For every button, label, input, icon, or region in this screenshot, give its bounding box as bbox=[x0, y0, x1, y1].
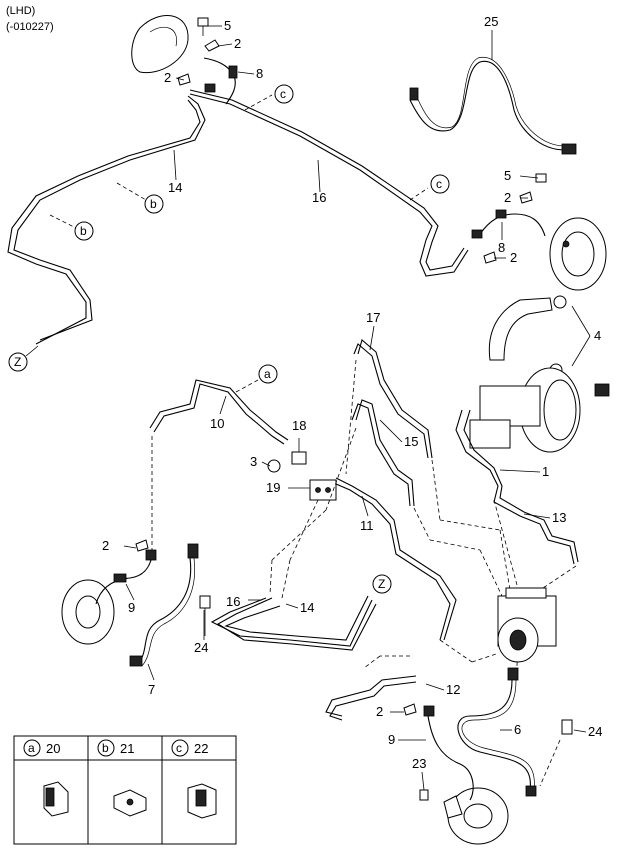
bolt-23 bbox=[419, 789, 429, 801]
callout-2-right: 2 bbox=[504, 190, 511, 205]
callout-23: 23 bbox=[412, 756, 426, 771]
callout-13: 13 bbox=[552, 510, 566, 525]
wheel-sensor-6 bbox=[457, 667, 537, 797]
callout-2-lower-right: 2 bbox=[376, 704, 383, 719]
header-date: (-010227) bbox=[6, 21, 54, 33]
brake-line-17 bbox=[353, 339, 433, 459]
callout-25: 25 bbox=[484, 14, 498, 29]
header-lhd: (LHD) bbox=[6, 5, 35, 17]
svg-text:b: b bbox=[102, 741, 109, 755]
svg-text:b: b bbox=[80, 224, 87, 238]
clip-right-2 bbox=[483, 251, 497, 264]
callout-2-lower-left: 2 bbox=[102, 538, 109, 553]
legend-cell-c: c 22 bbox=[171, 739, 217, 819]
callout-2-right-lower: 2 bbox=[510, 250, 517, 265]
callout-17: 17 bbox=[366, 310, 380, 325]
callout-24-right: 24 bbox=[588, 724, 602, 739]
callout-8-top: 8 bbox=[256, 66, 263, 81]
callout-numbers: 5 2 2 8 14 16 25 5 2 8 2 4 1 13 17 15 10… bbox=[102, 14, 602, 771]
bolt-top bbox=[197, 17, 209, 36]
callout-12: 12 bbox=[446, 682, 460, 697]
legend-cell-a: a 20 bbox=[23, 739, 69, 817]
ref-c-top: c bbox=[274, 84, 294, 104]
svg-text:Z: Z bbox=[14, 355, 21, 369]
svg-text:c: c bbox=[436, 177, 442, 191]
callout-5-right: 5 bbox=[504, 168, 511, 183]
callout-9-right: 9 bbox=[388, 732, 395, 747]
callout-16-lower: 16 bbox=[226, 594, 240, 609]
callout-14-lower: 14 bbox=[300, 600, 314, 615]
callout-24-left: 24 bbox=[194, 640, 208, 655]
brake-hose-9-right bbox=[423, 705, 474, 801]
front-right-disc bbox=[549, 217, 607, 291]
svg-text:Z: Z bbox=[378, 577, 385, 591]
junction-block-19 bbox=[309, 479, 337, 501]
callout-5-top: 5 bbox=[224, 18, 231, 33]
wheel-speed-sensor-cable-25 bbox=[409, 57, 577, 155]
clip-2-lower-left bbox=[135, 539, 149, 552]
callout-14-top: 14 bbox=[168, 180, 182, 195]
callout-4: 4 bbox=[594, 328, 601, 343]
rear-left-disc bbox=[61, 579, 115, 645]
svg-text:c: c bbox=[280, 87, 286, 101]
callout-3: 3 bbox=[250, 454, 257, 469]
ref-b-top: b bbox=[144, 194, 164, 214]
callout-2-top: 2 bbox=[234, 36, 241, 51]
brake-line-14-top bbox=[7, 95, 206, 345]
callout-19: 19 bbox=[266, 480, 280, 495]
callout-10: 10 bbox=[210, 416, 224, 431]
svg-text:a: a bbox=[28, 741, 35, 755]
bracket-24-right bbox=[561, 719, 573, 735]
callout-8-right: 8 bbox=[498, 240, 505, 255]
junction-block-18 bbox=[291, 438, 307, 465]
ref-z-mid: Z bbox=[372, 574, 392, 594]
clip-top-2 bbox=[177, 73, 191, 86]
clip-2-lower-right bbox=[403, 703, 417, 716]
bracket-24-left bbox=[199, 595, 211, 636]
callout-6: 6 bbox=[514, 722, 521, 737]
ref-a-mid: a bbox=[258, 364, 278, 384]
brake-line-14-16-lower bbox=[210, 595, 377, 651]
leader-lines bbox=[123, 25, 591, 791]
svg-text:a: a bbox=[264, 367, 271, 381]
dashed-connections bbox=[151, 359, 577, 787]
brake-hose-top-right bbox=[471, 209, 546, 239]
legend-table: a 20 b 21 c 22 bbox=[13, 735, 237, 845]
brake-line-16-top bbox=[189, 89, 469, 277]
ref-c-right: c bbox=[430, 174, 450, 194]
brake-line-11 bbox=[335, 477, 457, 641]
abs-hydraulic-unit bbox=[497, 587, 557, 663]
ref-z-top: Z bbox=[8, 352, 28, 372]
front-left-disc-shield bbox=[131, 15, 189, 74]
brake-line-10 bbox=[149, 379, 289, 445]
vacuum-hose-4 bbox=[488, 295, 567, 377]
callout-18: 18 bbox=[292, 418, 306, 433]
clip-right-1 bbox=[519, 191, 533, 204]
brake-hose-9-left bbox=[95, 549, 157, 605]
brake-booster bbox=[469, 367, 610, 453]
brake-line-15 bbox=[351, 399, 415, 507]
callout-7: 7 bbox=[148, 682, 155, 697]
brake-line-12 bbox=[325, 675, 417, 721]
callout-11: 11 bbox=[360, 518, 374, 533]
callout-1: 1 bbox=[542, 464, 549, 479]
svg-text:22: 22 bbox=[194, 741, 208, 756]
clip-top-1 bbox=[204, 39, 220, 52]
wheel-sensor-7 bbox=[129, 543, 199, 667]
callout-15: 15 bbox=[404, 434, 418, 449]
brake-line-1-13 bbox=[455, 409, 579, 565]
callout-2-top-left: 2 bbox=[164, 70, 171, 85]
ref-b-left: b bbox=[74, 221, 94, 241]
rear-right-disc bbox=[443, 787, 509, 845]
legend-cell-b: b 21 bbox=[97, 739, 147, 817]
callout-9-left: 9 bbox=[128, 600, 135, 615]
svg-text:20: 20 bbox=[46, 741, 60, 756]
brake-hose-top-left bbox=[203, 57, 238, 105]
svg-text:21: 21 bbox=[120, 741, 134, 756]
clip-3 bbox=[267, 459, 281, 473]
svg-text:c: c bbox=[176, 741, 182, 755]
callout-16-top: 16 bbox=[312, 190, 326, 205]
svg-text:b: b bbox=[150, 197, 157, 211]
